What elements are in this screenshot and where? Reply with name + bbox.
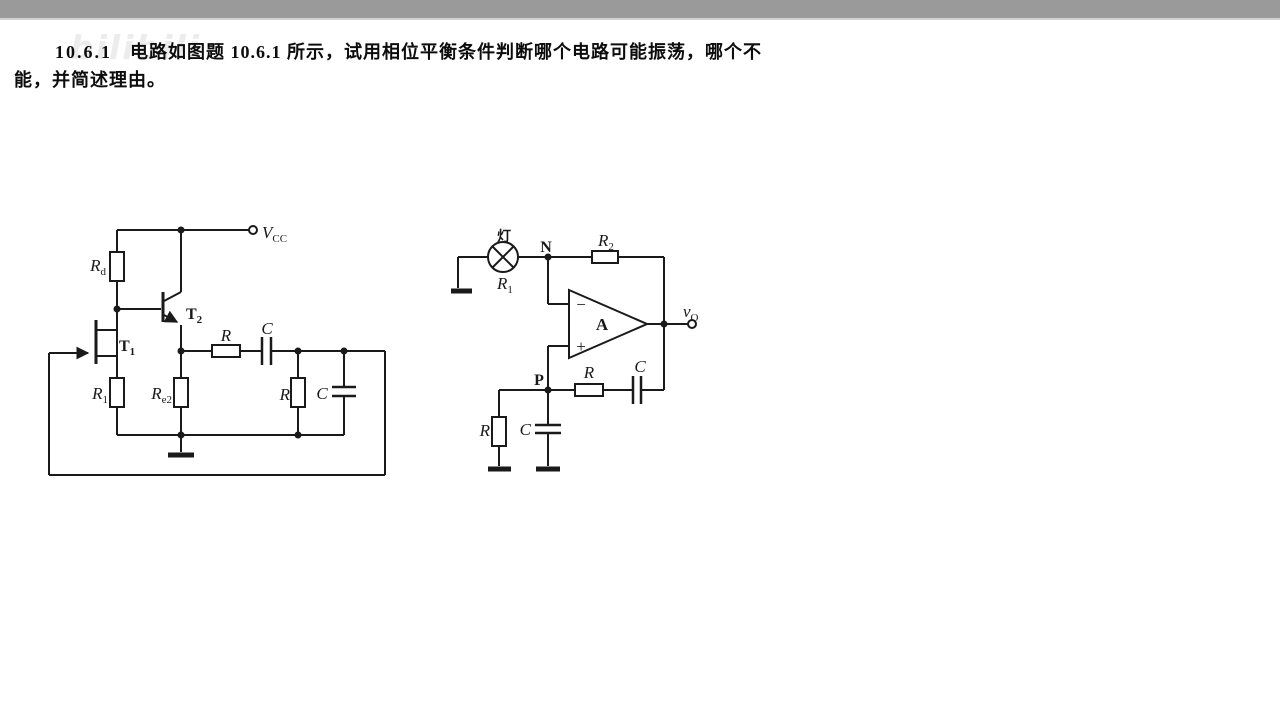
series-rc-branch	[181, 337, 385, 365]
jfet-t1	[49, 320, 117, 364]
shunt-c-branch	[332, 351, 356, 435]
label-shunt-c: C	[316, 384, 328, 403]
video-player-top-bar	[0, 0, 1280, 20]
label-vcc: VCC	[262, 223, 287, 245]
label-series-r-right: R	[583, 363, 595, 382]
label-t2: T2	[186, 306, 203, 326]
label-series-c-right: C	[634, 357, 646, 376]
label-vo: vO	[683, 302, 699, 324]
junction-dots-left	[113, 226, 348, 439]
op-amp	[568, 288, 650, 360]
resistor-r1	[109, 377, 125, 435]
problem-line-1: 10.6.1 电路如图题 10.6.1 所示，试用相位平衡条件判断哪个电路可能振荡…	[55, 38, 762, 64]
feedback-loop	[48, 351, 386, 476]
label-shunt-c-right: C	[520, 420, 532, 439]
bilibili-watermark: bilibili	[70, 28, 202, 67]
resistor-re2	[173, 351, 189, 435]
label-shunt-r: R	[279, 385, 291, 404]
inverting-input-wire	[547, 257, 569, 305]
series-rc-branch-right	[548, 376, 664, 404]
vcc-rail	[117, 225, 258, 235]
label-series-r: R	[220, 326, 232, 345]
problem-number: 10.6.1	[55, 42, 112, 62]
shunt-r-branch-right	[488, 389, 548, 472]
label-re2: Re2	[150, 384, 172, 406]
label-node-p: P	[534, 372, 544, 389]
problem-text-1: 电路如图题 10.6.1 所示，试用相位平衡条件判断哪个电路可能振荡，哪个不	[130, 42, 762, 62]
shunt-c-branch-right	[535, 390, 561, 472]
label-lamp-r1: R1	[496, 274, 513, 296]
plus-sign: +	[576, 337, 586, 356]
resistor-rd	[109, 230, 125, 309]
r2-branch	[518, 250, 665, 390]
lamp-r1	[451, 241, 519, 294]
label-r2: R2	[597, 231, 614, 253]
output-wire	[647, 319, 697, 329]
label-amp: A	[596, 315, 609, 334]
shunt-r-branch	[290, 351, 306, 435]
problem-text-2: 能，并简述理由。	[14, 70, 166, 90]
bjt-t2	[117, 230, 182, 351]
label-t1: T1	[119, 338, 135, 358]
label-r1: R1	[91, 384, 108, 406]
noninverting-input-wire	[547, 345, 569, 390]
label-rd: Rd	[89, 256, 106, 278]
label-series-c: C	[261, 319, 273, 338]
label-node-n: N	[540, 239, 552, 256]
junction-dots-right	[544, 253, 668, 394]
label-lamp: 灯	[497, 228, 511, 245]
minus-sign: −	[576, 295, 586, 314]
right-circuit: 灯 R1 N R2 − + A vO P R C R C	[451, 228, 699, 472]
left-circuit: VCC Rd T2 T1 R1 Re2 R C R C	[48, 223, 386, 476]
label-shunt-r-right: R	[479, 421, 491, 440]
